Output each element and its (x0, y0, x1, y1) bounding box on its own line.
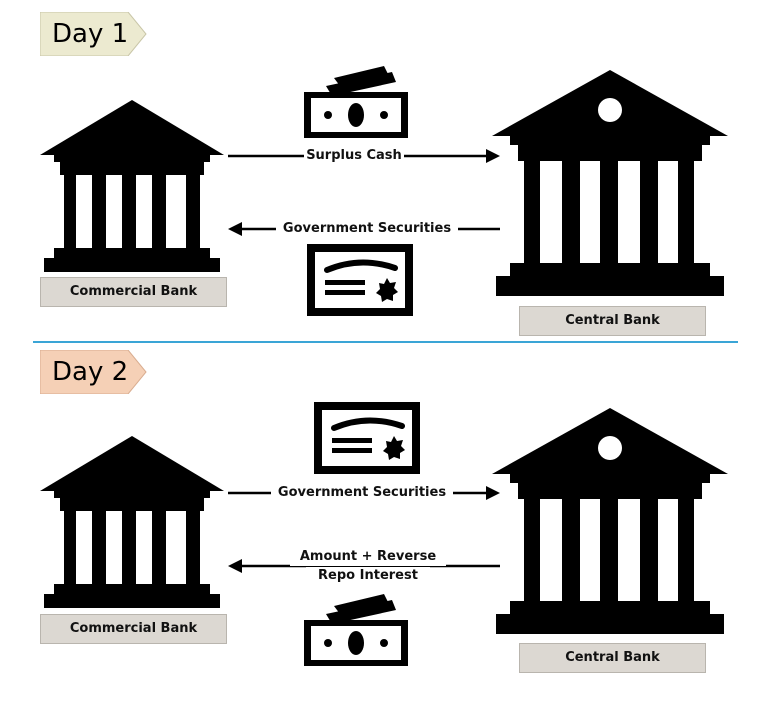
day-divider (33, 341, 738, 343)
commercial-bank-icon (40, 436, 224, 608)
tag-shape-icon (40, 350, 147, 394)
certificate-icon (314, 402, 420, 474)
day2-tag: Day 2 (40, 350, 150, 394)
flow-label-repo-interest: Repo Interest (306, 567, 430, 585)
commercial-bank-label: Commercial Bank (40, 614, 227, 644)
day2-tag-label: Day 2 (52, 357, 129, 387)
day1-tag-label: Day 1 (52, 19, 129, 49)
central-bank-icon (492, 408, 728, 634)
flow-label-government-securities: Government Securities (276, 220, 458, 238)
flow-label-government-securities: Government Securities (271, 484, 453, 502)
central-bank-label: Central Bank (519, 643, 706, 673)
tag-shape-icon (40, 12, 147, 56)
cash-icon (304, 594, 408, 666)
cash-icon (304, 66, 408, 138)
flow-label-surplus-cash: Surplus Cash (304, 147, 404, 165)
central-bank-label: Central Bank (519, 306, 706, 336)
day1-tag: Day 1 (40, 12, 150, 56)
flow-label-amount-reverse: Amount + Reverse (290, 548, 446, 566)
commercial-bank-icon (40, 100, 224, 272)
certificate-icon (307, 244, 413, 316)
central-bank-icon (492, 70, 728, 296)
arrow-amount-reverse-repo (228, 559, 500, 573)
commercial-bank-label: Commercial Bank (40, 277, 227, 307)
